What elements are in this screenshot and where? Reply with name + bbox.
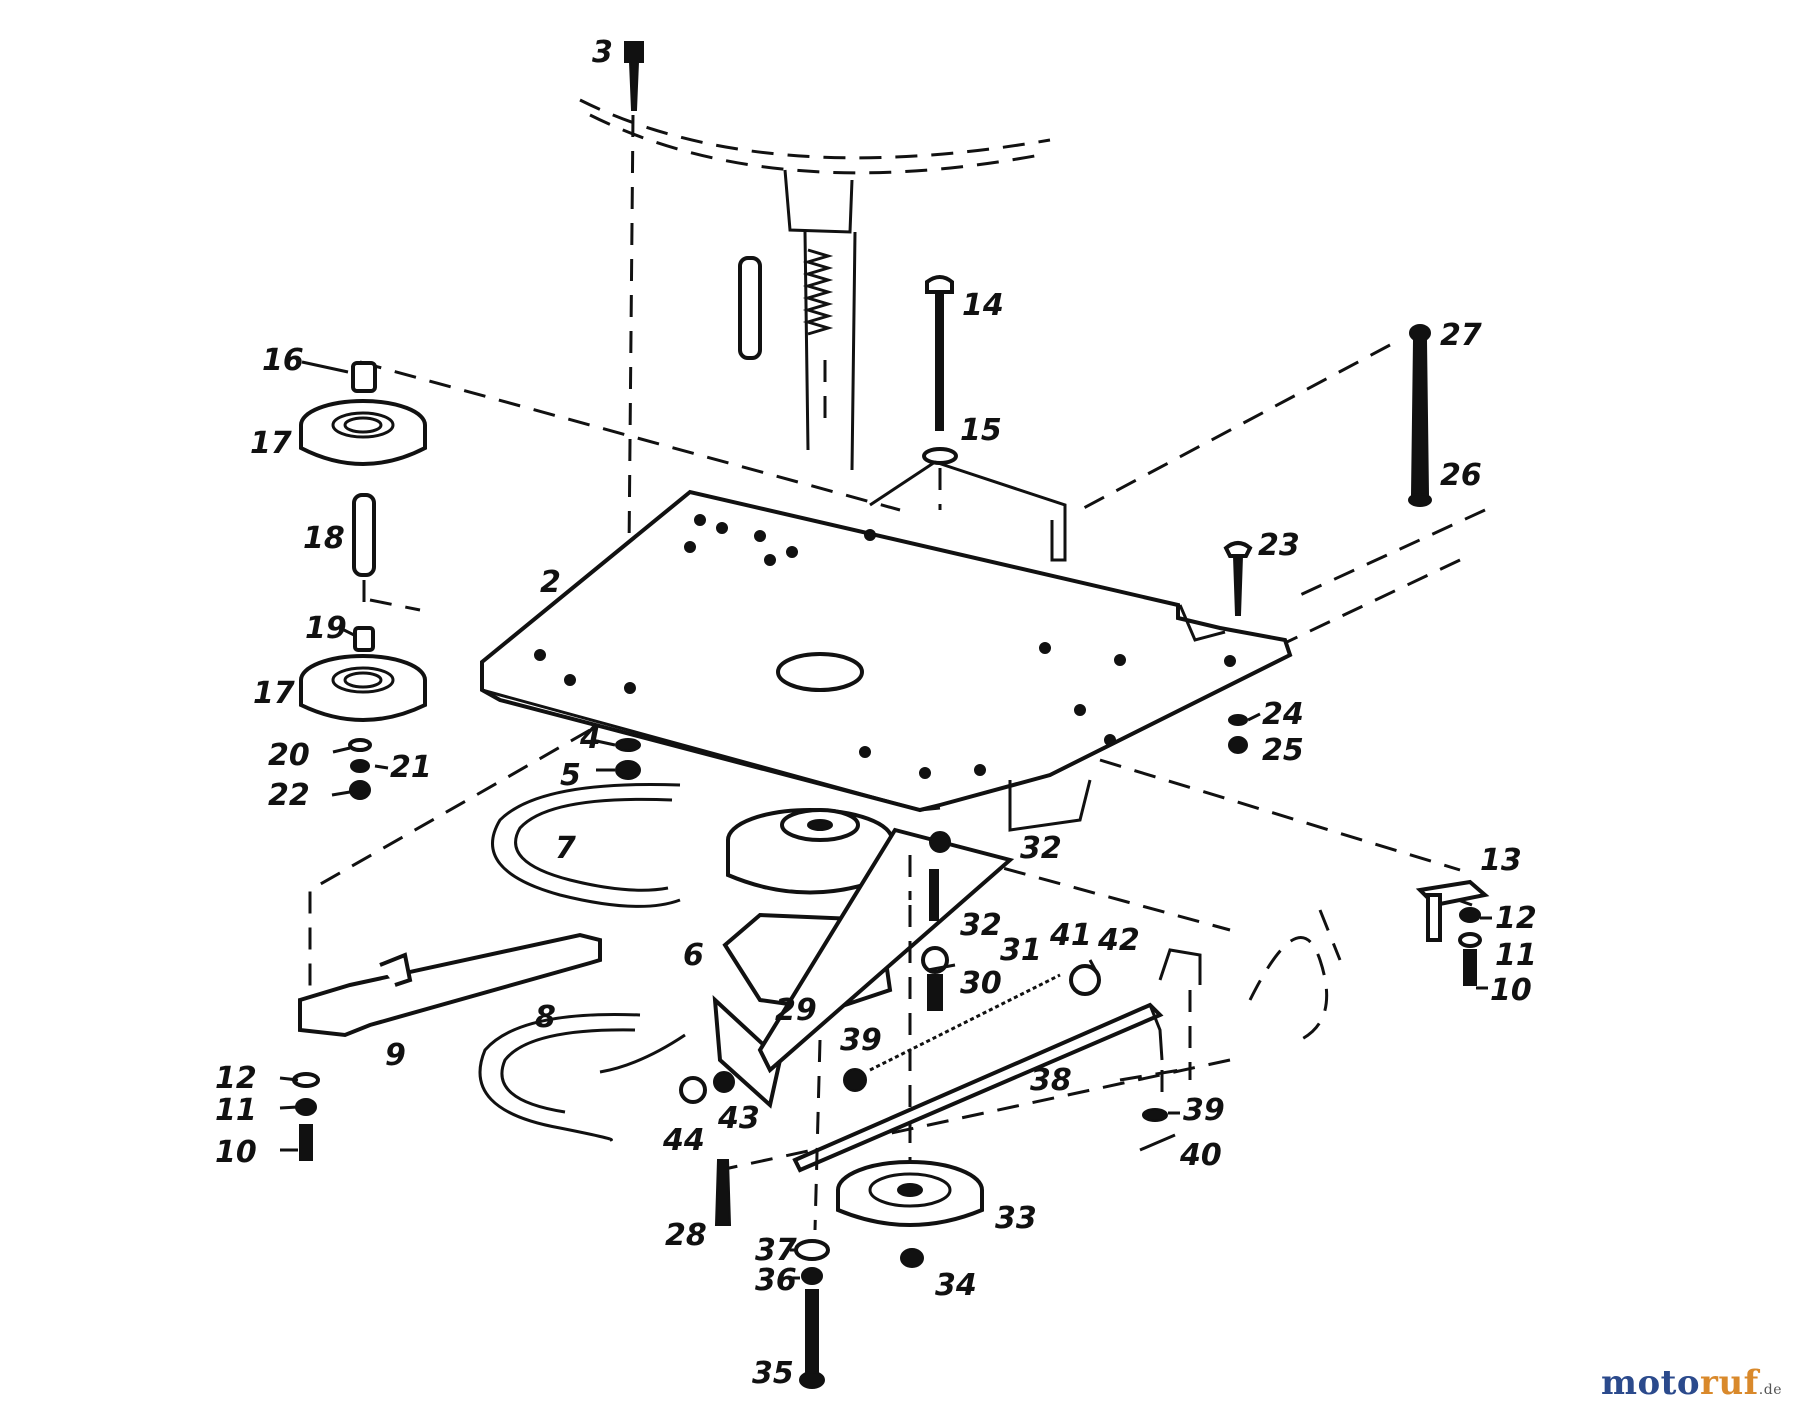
lever-right: [1119, 948, 1202, 1152]
bolt-stack-35-37: [794, 1039, 830, 1389]
callout-32: 32: [1020, 831, 1062, 866]
callout-11: 11: [215, 1093, 257, 1128]
bolt-23: [1223, 541, 1253, 754]
callout-21: 21: [390, 750, 432, 785]
callout-31: 31: [1000, 933, 1042, 968]
callout-12: 12: [1495, 901, 1537, 936]
callout-24: 24: [1262, 697, 1304, 732]
callout-43: 43: [717, 1101, 760, 1136]
callout-39: 39: [1183, 1093, 1225, 1128]
callout-34: 34: [935, 1268, 977, 1303]
callout-38: 38: [1030, 1063, 1072, 1098]
callout-20: 20: [268, 738, 310, 773]
callout-33: 33: [995, 1201, 1037, 1236]
callout-13: 13: [1480, 843, 1522, 878]
drive-spring: [738, 248, 834, 430]
hinge-13: [1248, 879, 1490, 1042]
rod-38: [792, 1002, 1164, 1173]
callout-29: 29: [775, 993, 817, 1028]
callout-17: 17: [250, 426, 292, 461]
callout-16: 16: [262, 343, 304, 378]
callout-19: 19: [305, 611, 347, 646]
rod-26: [1408, 324, 1432, 507]
callout-26: 26: [1440, 458, 1482, 493]
callout-35: 35: [752, 1356, 794, 1391]
callout-11: 11: [1495, 938, 1537, 973]
pulley-stack-left: [299, 361, 427, 800]
bolt-14: [922, 275, 958, 510]
pulley-33: [836, 905, 984, 1268]
tension-spring-41: [843, 964, 1101, 1092]
watermark-suffix: .de: [1758, 1382, 1782, 1398]
callout-22: 22: [268, 778, 310, 813]
callout-40: 40: [1179, 1138, 1222, 1173]
callout-9: 9: [385, 1038, 406, 1073]
v-belt-8: [478, 1012, 686, 1142]
callout-10: 10: [215, 1135, 257, 1170]
callout-7: 7: [555, 831, 576, 866]
tension-arm: [757, 827, 1015, 1074]
callout-4: 4: [579, 721, 601, 756]
watermark-part1: moto: [1600, 1363, 1701, 1403]
bolt-3: [624, 41, 644, 661]
callout-10: 10: [1490, 973, 1532, 1008]
mounting-plate-2: [480, 460, 1293, 832]
callout-5: 5: [560, 758, 581, 793]
callout-44: 44: [662, 1123, 705, 1158]
callout-2: 2: [540, 565, 561, 600]
callout-28: 28: [665, 1218, 707, 1253]
callout-42: 42: [1097, 923, 1140, 958]
callout-27: 27: [1440, 318, 1482, 353]
bolt-28: [714, 1159, 732, 1226]
callout-14: 14: [962, 288, 1004, 323]
callout-39: 39: [840, 1023, 882, 1058]
v-belt-7: [491, 782, 681, 908]
washers-4-5: [615, 738, 641, 780]
bracket-9: [292, 932, 602, 1161]
callout-12: 12: [215, 1061, 257, 1096]
callout-41: 41: [1049, 918, 1092, 953]
callout-6: 6: [683, 938, 704, 973]
leader-lines: [279, 360, 1492, 1280]
callout-30: 30: [960, 966, 1002, 1001]
callout-25: 25: [1262, 733, 1304, 768]
callout-8: 8: [535, 1000, 556, 1035]
callout-labels: 3 14 27 16 17 15 26 18 2 23 19 17 24 25 …: [215, 35, 1537, 1391]
callout-37: 37: [755, 1233, 797, 1268]
watermark-part2: ruf: [1700, 1363, 1759, 1403]
washers-43-44: [679, 1071, 735, 1104]
callout-3: 3: [592, 35, 613, 70]
callout-17: 17: [253, 676, 295, 711]
callout-23: 23: [1258, 528, 1300, 563]
callout-32: 32: [960, 908, 1002, 943]
watermark-logo: motoruf.de: [1601, 1363, 1782, 1403]
callout-36: 36: [755, 1263, 797, 1298]
callout-18: 18: [303, 521, 345, 556]
callout-15: 15: [960, 413, 1002, 448]
